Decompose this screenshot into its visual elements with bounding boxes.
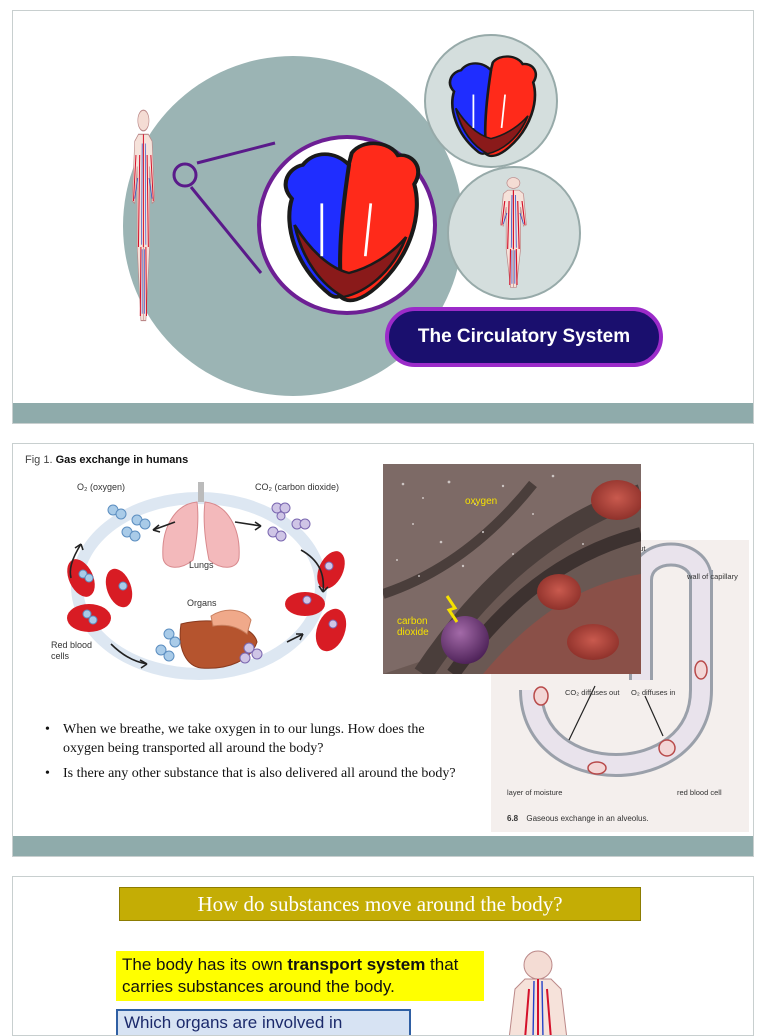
question-box: Which organs are involved in xyxy=(116,1009,411,1035)
micrograph-label-carbon-dioxide: carbon dioxide xyxy=(397,616,429,638)
figure-caption: Fig 1. Gas exchange in humans xyxy=(25,454,189,466)
alveolus-figure-caption: Gaseous exchange in an alveolus. xyxy=(526,814,649,823)
slide-footer-bar xyxy=(13,836,753,856)
bullet-item: When we breathe, we take oxygen in to ou… xyxy=(41,720,461,758)
slide-footer-bar xyxy=(13,403,753,423)
highlighted-statement: The body has its own transport system th… xyxy=(116,951,484,1001)
statement-bold: transport system xyxy=(287,955,426,974)
slide-question-title: How do substances move around the body? xyxy=(119,887,641,921)
slide-title: The Circulatory System xyxy=(385,307,663,367)
slide-transport-system: How do substances move around the body? … xyxy=(12,876,754,1036)
label-oxygen: O₂ (oxygen) xyxy=(77,482,126,492)
human-body-icon xyxy=(508,950,568,1035)
label-red-blood-cells: Red blood cells xyxy=(51,640,93,661)
slide-gas-exchange: Fig 1. Gas exchange in humans xyxy=(12,443,754,857)
alveolus-label-rbc: red blood cell xyxy=(677,788,722,797)
alveolus-label-moisture: layer of moisture xyxy=(507,788,563,797)
alveolus-label-co2: CO₂ diffuses out xyxy=(565,688,620,697)
micrograph-label-oxygen: oxygen xyxy=(465,496,498,507)
alveolus-label-wall: wall of capillary xyxy=(687,572,738,581)
alveolus-label-o2: O₂ diffuses in xyxy=(631,688,676,697)
label-carbon-dioxide: CO₂ (carbon dioxide) xyxy=(255,482,340,492)
label-organs: Organs xyxy=(187,598,217,608)
label-lungs: Lungs xyxy=(189,560,214,570)
micrograph-image: oxygen carbon dioxide xyxy=(383,464,641,674)
slide1-illustration xyxy=(123,34,581,396)
gas-exchange-diagram xyxy=(67,482,347,680)
slide-circulatory-system: The Circulatory System xyxy=(12,10,754,424)
bullet-item: Is there any other substance that is als… xyxy=(41,764,461,783)
bullet-list: When we breathe, we take oxygen in to ou… xyxy=(41,720,461,789)
alveolus-figure-number: 6.8 xyxy=(507,814,519,823)
